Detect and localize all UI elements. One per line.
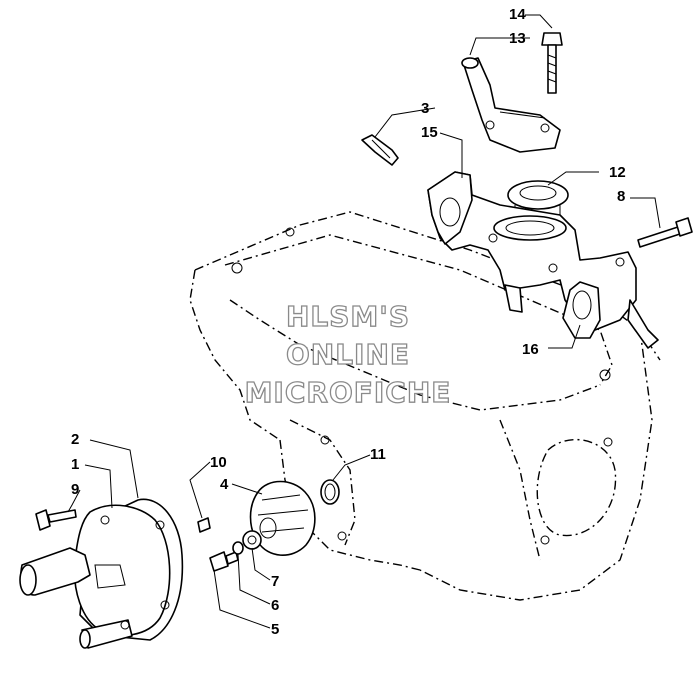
- watermark-line-3: MICROFICHE: [245, 376, 452, 409]
- impeller: [249, 480, 316, 556]
- callout-6: 6: [271, 597, 279, 614]
- callout-14: 14: [509, 6, 526, 23]
- callout-1: 1: [71, 456, 79, 473]
- thermostat-housing-cover: [461, 57, 561, 153]
- callout-11: 11: [370, 446, 386, 463]
- watermark: HLSM'S ONLINE MICROFICHE: [244, 299, 452, 409]
- callout-13: 13: [509, 30, 526, 47]
- callout-labels: 14 13 3 15 12 8 16 2 1 9 10 11 4 7 6 5: [71, 6, 626, 638]
- washer: [232, 541, 244, 555]
- housing-bolt: [541, 32, 563, 94]
- callout-8: 8: [617, 188, 625, 205]
- o-ring: [320, 479, 340, 505]
- sensor-plug: [361, 134, 399, 166]
- callout-4: 4: [220, 476, 229, 493]
- callout-15: 15: [421, 124, 438, 141]
- callout-2: 2: [71, 431, 79, 448]
- callout-7: 7: [271, 573, 279, 590]
- cover-bolt: [35, 509, 77, 531]
- dowel-pin: [197, 517, 211, 533]
- water-pump-cover: [19, 498, 184, 649]
- callout-16: 16: [522, 341, 539, 358]
- long-bolt: [637, 217, 693, 248]
- watermark-line-2: ONLINE: [286, 338, 410, 371]
- callout-5: 5: [271, 621, 279, 638]
- callout-3: 3: [421, 100, 429, 117]
- seal: [242, 530, 262, 550]
- leader-lines: [67, 14, 661, 629]
- impeller-bolt: [209, 551, 239, 572]
- callout-12: 12: [609, 164, 626, 181]
- water-outlet-housing: [427, 171, 659, 349]
- watermark-line-1: HLSM'S: [286, 300, 410, 333]
- callout-9: 9: [71, 481, 79, 498]
- callout-10: 10: [210, 454, 227, 471]
